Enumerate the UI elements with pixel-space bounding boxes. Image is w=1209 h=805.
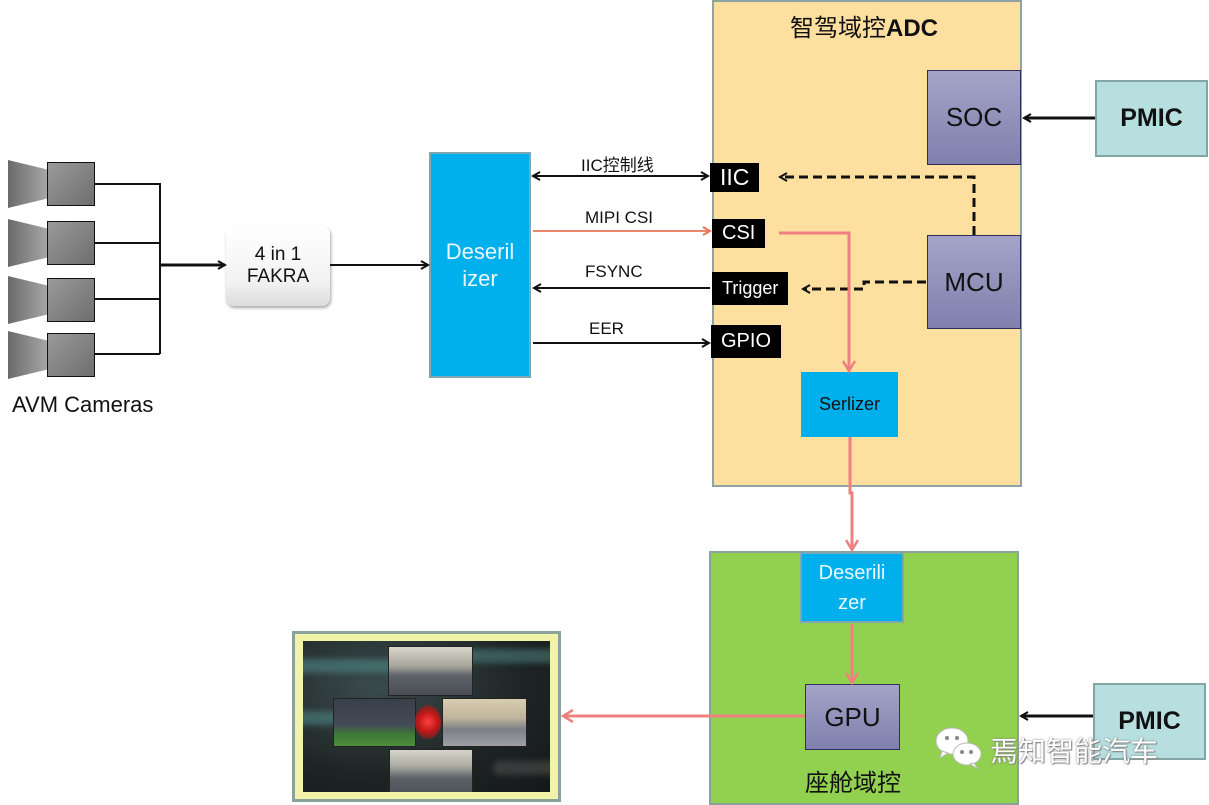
pmic-adc: PMIC bbox=[1095, 80, 1208, 157]
watermark-text: 焉知智能汽车 bbox=[990, 736, 1159, 767]
camera-view-right bbox=[442, 698, 527, 747]
pmic-cabin: PMIC bbox=[1093, 683, 1206, 760]
port-trigger: Trigger bbox=[712, 272, 789, 305]
camera-view-left bbox=[333, 698, 416, 747]
fakra-connector: 4 in 1 FAKRA bbox=[226, 226, 330, 306]
link-label-mipi-csi: MIPI CSI bbox=[585, 208, 654, 227]
link-label-fsync: FSYNC bbox=[585, 262, 643, 281]
deserializer-cabin-line1: Deserili bbox=[818, 561, 886, 584]
link-label-iic: IIC控制线 bbox=[581, 156, 654, 175]
port-iic: IIC bbox=[710, 163, 760, 192]
port-gpio: GPIO bbox=[711, 325, 782, 358]
port-csi: CSI bbox=[712, 219, 766, 248]
soc-chip: SOC bbox=[927, 70, 1021, 165]
deserializer-cabin: Deserili zer bbox=[800, 552, 904, 623]
camera-view-rear bbox=[389, 749, 473, 792]
deserializer-line1: Deseril bbox=[445, 239, 515, 264]
deserializer-line2: izer bbox=[462, 266, 498, 291]
fakra-line1: 4 in 1 bbox=[254, 244, 302, 265]
surround-view-display bbox=[292, 631, 561, 802]
cameras-label: AVM Cameras bbox=[12, 392, 154, 417]
gpu-chip: GPU bbox=[805, 684, 900, 750]
cabin-title: 座舱域控 bbox=[805, 770, 901, 797]
deserializer-main: Deseril izer bbox=[429, 152, 531, 378]
camera-view-front bbox=[388, 646, 473, 696]
mcu-chip: MCU bbox=[927, 235, 1021, 329]
adc-title-en: ADC bbox=[886, 15, 938, 42]
deserializer-cabin-line2: zer bbox=[838, 591, 866, 614]
display-screen bbox=[303, 641, 550, 792]
adc-title-cn: 智驾域控 bbox=[790, 15, 886, 42]
wechat-icon bbox=[935, 727, 982, 770]
link-label-eer: EER bbox=[589, 319, 624, 338]
serializer: Serlizer bbox=[801, 372, 898, 437]
adc-title: 智驾域控ADC bbox=[790, 8, 938, 43]
camera-bus bbox=[95, 183, 161, 355]
vehicle-icon bbox=[415, 705, 441, 739]
fakra-line2: FAKRA bbox=[246, 266, 310, 287]
